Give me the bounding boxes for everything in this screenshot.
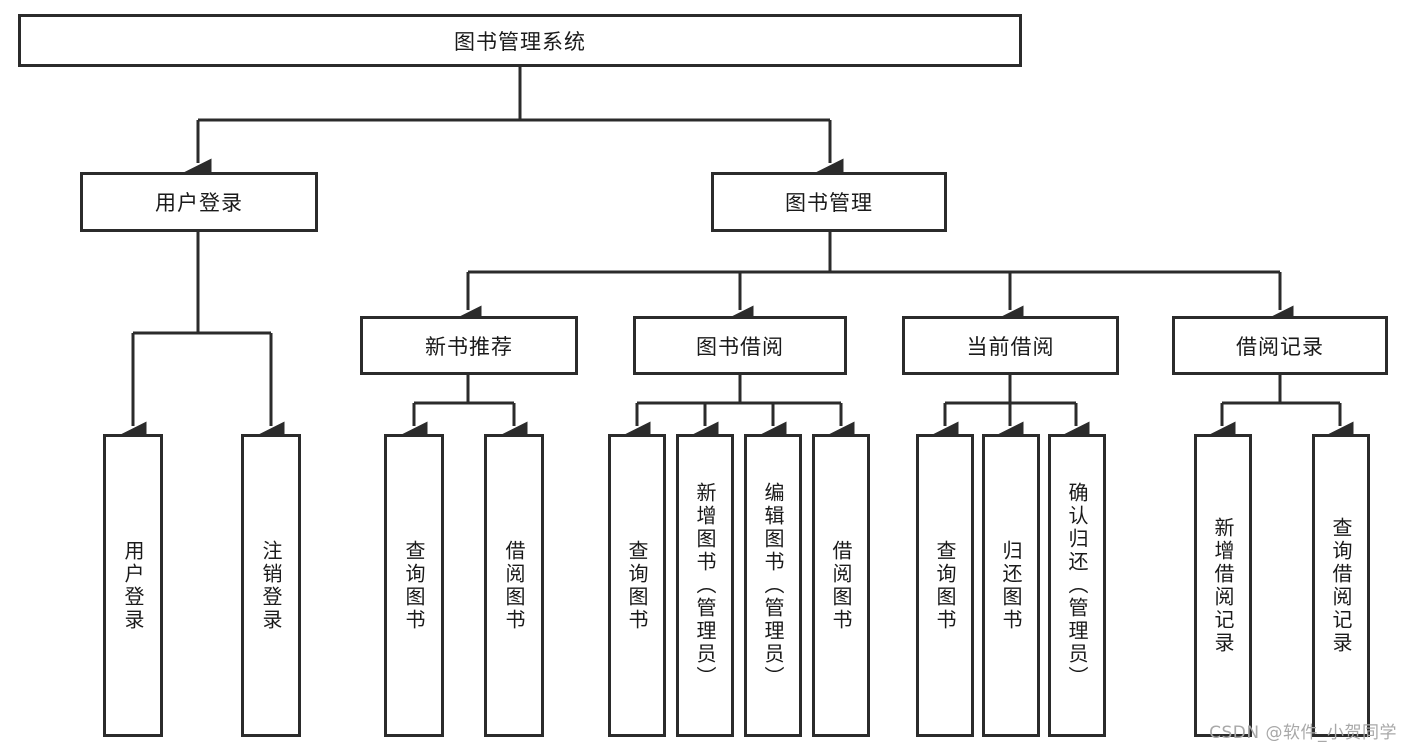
leaf-query-book-1[interactable]: 查询图书	[384, 434, 444, 737]
node-label: 借阅记录	[1236, 334, 1324, 359]
node-label: 新增借阅记录	[1211, 516, 1235, 655]
node-label: 借阅图书	[829, 539, 853, 632]
leaf-query-record[interactable]: 查询借阅记录	[1312, 434, 1370, 737]
node-label: 查询图书	[933, 539, 957, 632]
csdn-watermark: CSDN @软件_小贺同学	[1209, 723, 1397, 743]
node-label: 新书推荐	[425, 334, 513, 359]
leaf-borrow-book-2[interactable]: 借阅图书	[812, 434, 870, 737]
leaf-confirm-return[interactable]: 确认归还（管理员）	[1048, 434, 1106, 737]
node-label: 查询图书	[402, 539, 426, 632]
leaf-return-book[interactable]: 归还图书	[982, 434, 1040, 737]
node-label: 图书借阅	[696, 334, 784, 359]
node-user-login[interactable]: 用户登录	[80, 172, 318, 232]
node-label: 借阅图书	[502, 539, 526, 632]
node-book-borrow[interactable]: 图书借阅	[633, 316, 847, 375]
node-label: 编辑图书（管理员）	[761, 482, 785, 689]
node-label: 用户登录	[121, 539, 145, 632]
node-new-book-recommend[interactable]: 新书推荐	[360, 316, 578, 375]
node-label: 新增图书（管理员）	[693, 482, 717, 689]
node-root-system[interactable]: 图书管理系统	[18, 14, 1022, 67]
leaf-borrow-book-1[interactable]: 借阅图书	[484, 434, 544, 737]
leaf-user-login[interactable]: 用户登录	[103, 434, 163, 737]
node-current-borrow[interactable]: 当前借阅	[902, 316, 1119, 375]
node-borrow-record[interactable]: 借阅记录	[1172, 316, 1388, 375]
leaf-logout-login[interactable]: 注销登录	[241, 434, 301, 737]
leaf-query-book-2[interactable]: 查询图书	[608, 434, 666, 737]
node-label: 用户登录	[155, 191, 243, 215]
leaf-query-book-3[interactable]: 查询图书	[916, 434, 974, 737]
leaf-add-record[interactable]: 新增借阅记录	[1194, 434, 1252, 737]
node-label: 归还图书	[999, 539, 1023, 632]
node-label: 当前借阅	[966, 334, 1055, 359]
node-label: 查询借阅记录	[1329, 516, 1353, 655]
node-label: 确认归还（管理员）	[1065, 482, 1089, 689]
node-book-manage[interactable]: 图书管理	[711, 172, 947, 232]
node-label: 图书管理系统	[454, 29, 586, 54]
node-label: 图书管理	[785, 191, 873, 215]
leaf-add-book[interactable]: 新增图书（管理员）	[676, 434, 734, 737]
node-label: 注销登录	[259, 539, 283, 632]
leaf-edit-book[interactable]: 编辑图书（管理员）	[744, 434, 802, 737]
node-label: 查询图书	[625, 539, 649, 632]
